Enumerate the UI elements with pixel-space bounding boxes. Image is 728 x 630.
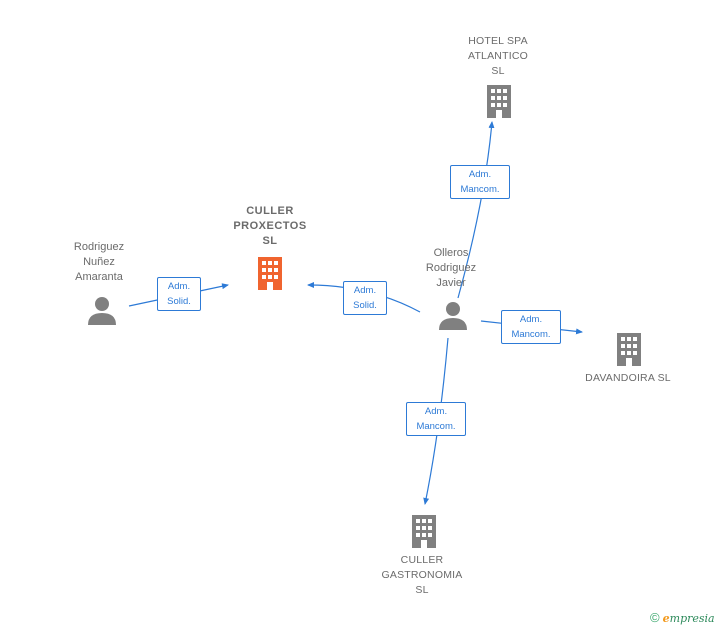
node-label-rodriguez: Rodriguez Nuñez Amaranta bbox=[74, 240, 124, 285]
badge-line: Mancom. bbox=[511, 329, 551, 340]
label-line: HOTEL SPA bbox=[468, 35, 528, 47]
label-line: PROXECTOS bbox=[233, 220, 307, 232]
label-line: Nuñez bbox=[83, 256, 115, 268]
badge-line: Adm. bbox=[519, 314, 543, 325]
edge-olleros-hotel bbox=[457, 121, 495, 299]
badge-line: Adm. bbox=[424, 406, 448, 417]
node-label-culler-proxectos: CULLER PROXECTOS SL bbox=[233, 204, 306, 249]
label-line: SL bbox=[262, 235, 278, 247]
brand-rest: mpresia bbox=[669, 612, 715, 625]
brand-logo: empresia bbox=[663, 612, 715, 625]
node-label-hotel-spa: HOTEL SPA ATLANTICO SL bbox=[468, 34, 528, 79]
edge-badge-rodriguez-culler[interactable]: Adm. Solid. bbox=[157, 277, 201, 311]
label-line: CULLER bbox=[400, 554, 444, 566]
node-label-olleros: Olleros Rodriguez Javier bbox=[426, 246, 476, 291]
badge-line: Mancom. bbox=[416, 421, 456, 432]
person-icon bbox=[88, 297, 116, 325]
badge-line: Solid. bbox=[167, 296, 191, 307]
label-line: CULLER bbox=[246, 205, 294, 217]
building-icon bbox=[617, 333, 641, 366]
building-icon bbox=[412, 515, 436, 548]
label-line: Olleros bbox=[433, 247, 469, 259]
label-line: Javier bbox=[436, 277, 466, 289]
edge-badge-olleros-gastronomia[interactable]: Adm. Mancom. bbox=[406, 402, 466, 436]
label-line: GASTRONOMIA bbox=[381, 569, 463, 581]
label-line: Rodriguez bbox=[73, 241, 125, 253]
label-line: Amaranta bbox=[75, 271, 123, 283]
edge-badge-olleros-hotel[interactable]: Adm. Mancom. bbox=[450, 165, 510, 199]
edge-badge-olleros-culler[interactable]: Adm. Solid. bbox=[343, 281, 387, 315]
person-icon bbox=[439, 302, 467, 330]
label-line: Rodriguez bbox=[425, 262, 477, 274]
badge-line: Adm. bbox=[167, 281, 191, 292]
node-label-culler-gastronomia: CULLER GASTRONOMIA SL bbox=[382, 553, 463, 598]
label-line: SL bbox=[415, 584, 429, 596]
label-line: SL bbox=[491, 65, 505, 77]
brand-e: e bbox=[662, 612, 670, 625]
badge-line: Adm. bbox=[353, 285, 377, 296]
badge-line: Solid. bbox=[353, 300, 377, 311]
node-label-davandoira: DAVANDOIRA SL bbox=[585, 371, 671, 386]
label-line: DAVANDOIRA SL bbox=[585, 372, 671, 384]
copyright-symbol: © bbox=[650, 610, 660, 625]
badge-line: Adm. bbox=[468, 169, 492, 180]
brand-watermark: © empresia bbox=[650, 610, 715, 625]
badge-line: Mancom. bbox=[460, 184, 500, 195]
building-icon bbox=[258, 257, 282, 290]
edge-badge-olleros-davandoira[interactable]: Adm. Mancom. bbox=[501, 310, 561, 344]
label-line: ATLANTICO bbox=[468, 50, 528, 62]
building-icon bbox=[487, 85, 511, 118]
